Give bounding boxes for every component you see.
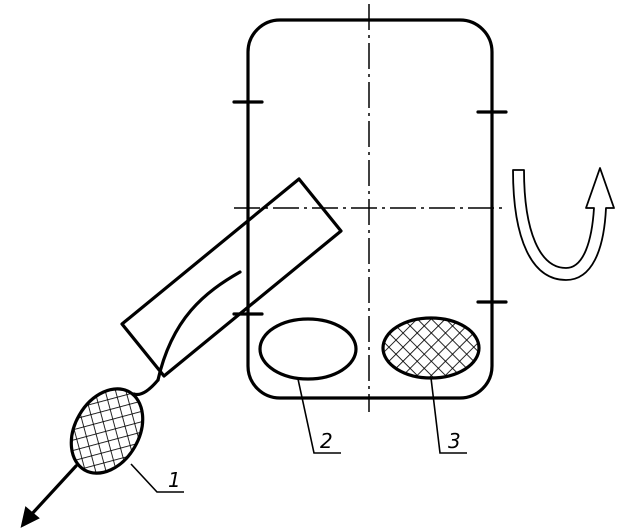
callout-label-3: 3 <box>448 429 461 453</box>
exit-arrow-line <box>28 464 78 518</box>
tube-lead-line <box>132 378 160 397</box>
rotation-arrow-icon <box>512 167 615 281</box>
specimen-2-empty <box>258 317 358 381</box>
side-tick-marks <box>232 100 508 316</box>
inclined-tube <box>120 177 343 378</box>
container-body <box>246 18 494 400</box>
callout-label-2: 2 <box>320 429 333 453</box>
specimen-1-hatched <box>69 387 145 475</box>
exit-arrowhead <box>20 506 40 528</box>
tube-inner-line <box>156 270 242 382</box>
callout-label-1: 1 <box>168 468 181 492</box>
specimen-3-hatched <box>381 316 481 380</box>
leader-lines <box>130 377 467 493</box>
